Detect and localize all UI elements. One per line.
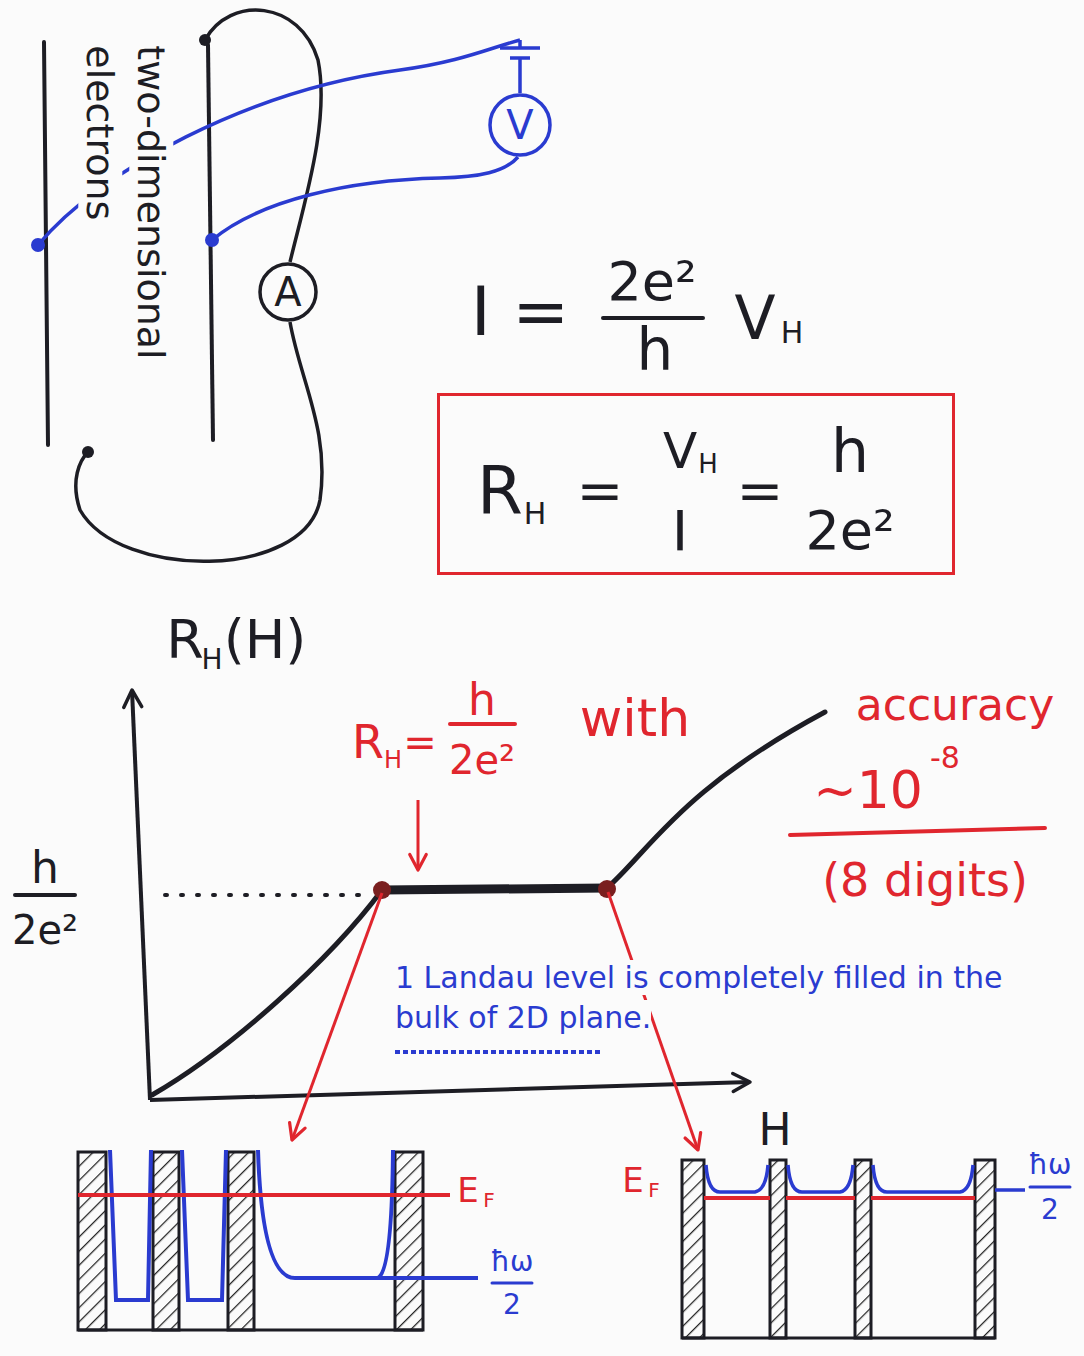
formula-term: V	[663, 426, 697, 476]
subscript: H	[698, 451, 718, 477]
level-label: E	[457, 1173, 478, 1207]
fraction-bar	[15, 893, 75, 897]
equation-term: h	[637, 321, 674, 379]
landau-level	[110, 1150, 478, 1300]
axis-title: (H)	[224, 613, 307, 667]
voltmeter-symbol: V	[488, 93, 552, 157]
annotation: R	[352, 719, 384, 765]
barrier-wall	[228, 1152, 254, 1330]
formula-box: RH=VHI=h2e²	[437, 393, 955, 575]
level-label: ħω	[1029, 1151, 1072, 1179]
formula-term: h	[831, 421, 869, 481]
pointer-arrow	[417, 800, 420, 870]
fraction-bar	[450, 722, 515, 726]
annotation: 2e²	[449, 740, 515, 780]
barrier-wall	[975, 1160, 995, 1338]
landau-level	[706, 1165, 1025, 1192]
axis-value: h	[31, 846, 59, 890]
formula-term: 2e²	[805, 504, 894, 558]
level-label: 2	[1041, 1196, 1059, 1224]
ammeter-symbol: A	[258, 262, 318, 322]
annotation: accuracy	[856, 683, 1055, 727]
formula-term: I	[672, 503, 689, 559]
equation-term: 2e²	[607, 255, 696, 309]
superscript: -8	[930, 743, 960, 773]
fermi-level	[78, 1193, 450, 1197]
hall-resistance-curve	[152, 712, 825, 1095]
barrier-wall	[682, 1160, 704, 1338]
level-label: 2	[503, 1291, 521, 1319]
contact-dot	[31, 238, 45, 252]
fraction-bar	[492, 1282, 532, 1285]
sample-label: two-dimensional electrons	[78, 45, 173, 359]
underline	[395, 1050, 600, 1054]
subscript: H	[781, 318, 804, 348]
barrier-wall	[855, 1160, 871, 1338]
subscript: F	[648, 1180, 660, 1200]
formula-term: =	[737, 463, 784, 519]
annotation: h	[468, 678, 496, 722]
fraction-bar	[603, 316, 703, 320]
note: 1 Landau level is completely filled in t…	[395, 960, 1003, 1035]
annotation: with	[580, 692, 690, 744]
battery-symbol	[500, 40, 540, 93]
rotated-label: two-dimensional electrons	[74, 45, 177, 445]
level-label: ħω	[491, 1248, 534, 1276]
subscript: H	[201, 646, 222, 674]
x-axis	[150, 1082, 750, 1100]
subscript: H	[524, 499, 547, 529]
axis-title: H	[758, 1108, 791, 1152]
formula-term: =	[577, 463, 624, 519]
pointer-arrow	[292, 893, 382, 1140]
voltage-wire	[212, 157, 518, 240]
plateau-point	[598, 880, 616, 898]
note-block: 1 Landau level is completely filled in t…	[395, 958, 1035, 1038]
barrier-wall	[153, 1152, 179, 1330]
barrier-wall	[395, 1152, 423, 1330]
equation-term: V	[734, 288, 775, 348]
inset-base	[78, 1329, 423, 1332]
current-wire	[76, 322, 322, 561]
fraction-bar	[1030, 1186, 1070, 1189]
barrier-wall	[770, 1160, 786, 1338]
meter-letter: A	[274, 272, 301, 312]
axis-value: 2e²	[12, 910, 78, 950]
subscript: H	[384, 748, 402, 772]
y-axis	[132, 690, 150, 1100]
contact-dot	[199, 34, 211, 46]
fermi-level	[704, 1196, 975, 1200]
dotted-guide	[165, 893, 372, 897]
annotation: (8 digits)	[822, 857, 1028, 903]
annotation: ~10	[813, 764, 923, 816]
meter-circle	[490, 95, 550, 155]
meter-circle	[260, 264, 316, 320]
axis-title: R	[166, 613, 204, 667]
barrier-wall	[78, 1152, 106, 1330]
inset-base	[682, 1337, 995, 1340]
level-label: E	[622, 1163, 643, 1197]
equation-term: I =	[471, 278, 570, 346]
contact-dot	[205, 233, 219, 247]
formula-term: R	[477, 458, 523, 524]
subscript: F	[483, 1190, 495, 1210]
annotation: =	[403, 722, 437, 762]
contact-dot	[82, 446, 94, 458]
current-wire	[205, 10, 321, 262]
meter-letter: V	[506, 105, 533, 145]
plateau	[382, 888, 607, 890]
fraction-bar	[790, 828, 1045, 835]
